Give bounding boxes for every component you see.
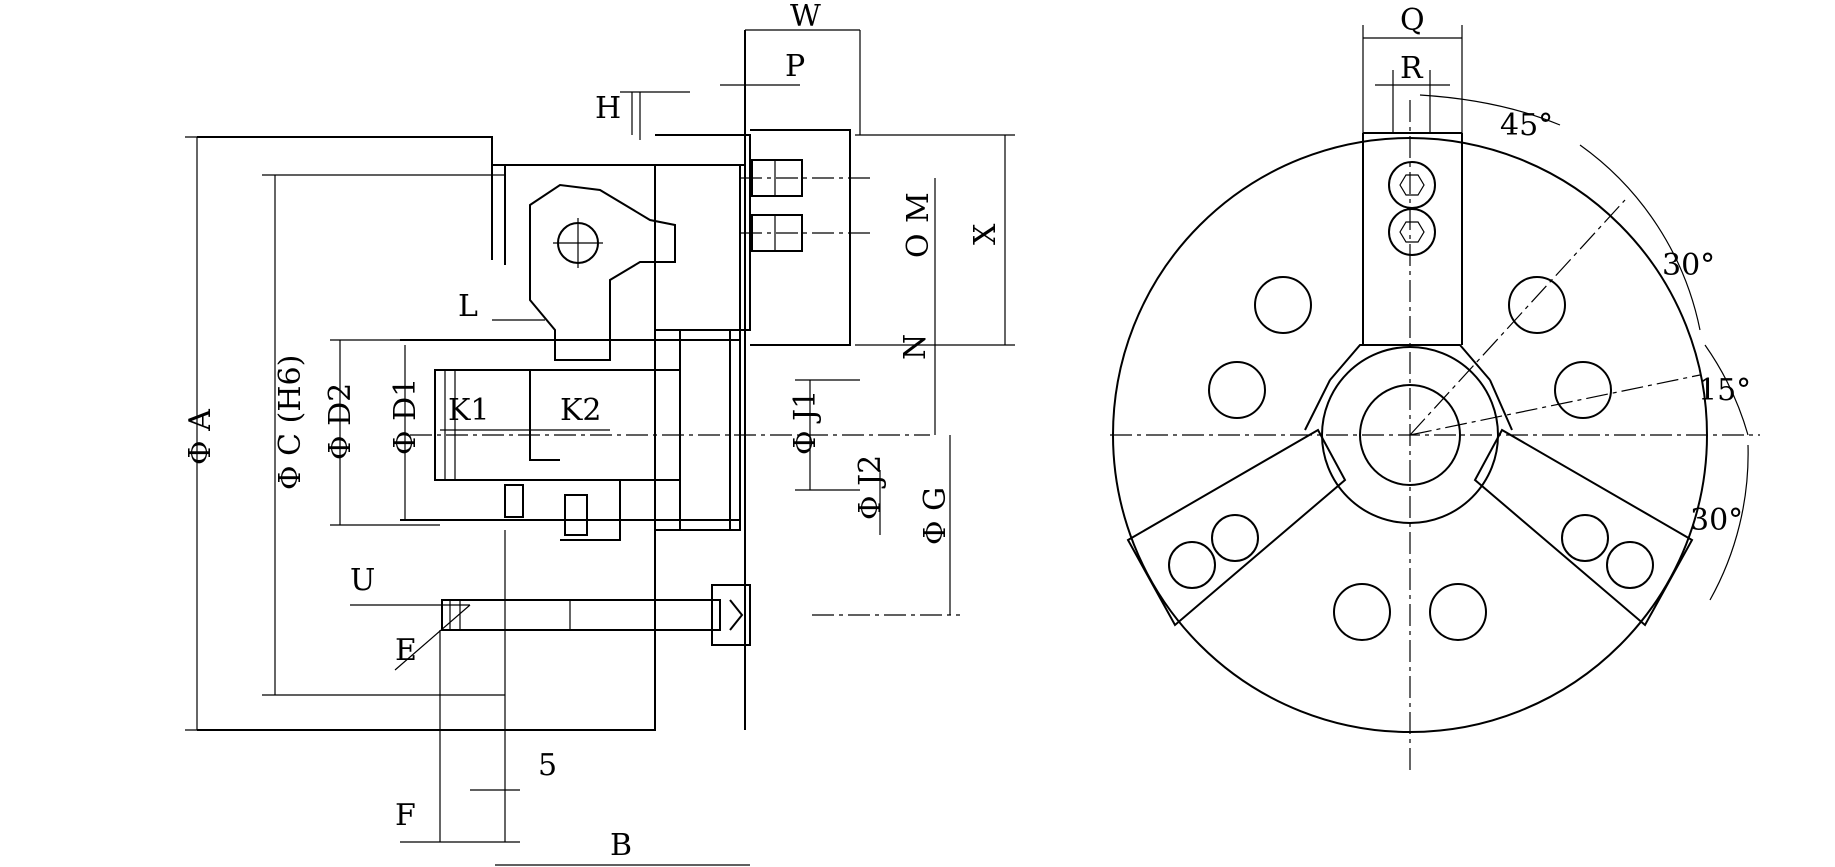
top-jaw — [1362, 132, 1463, 345]
label-45deg: 45° — [1500, 108, 1553, 143]
label-R: R — [1400, 51, 1424, 86]
label-K2: K2 — [560, 393, 602, 428]
label-E: E — [395, 633, 417, 668]
label-15deg: 15° — [1698, 373, 1751, 408]
label-L: L — [458, 289, 478, 324]
label-phiD2: Φ D2 — [323, 383, 358, 460]
jaw-body — [529, 183, 676, 361]
label-5: 5 — [538, 748, 557, 783]
label-P: P — [785, 49, 805, 84]
label-M: M — [901, 192, 936, 223]
label-N: N — [898, 334, 933, 360]
label-phiC: Φ C (H6) — [273, 355, 308, 490]
label-H: H — [595, 91, 621, 126]
label-F: F — [395, 798, 416, 833]
chuck-bore-circle — [1359, 384, 1461, 486]
label-O: O — [901, 233, 936, 258]
label-phiD1: Φ D1 — [388, 378, 423, 455]
front-view: Q R 45° 30° 15° 30° — [1110, 3, 1760, 770]
mounting-bolt — [441, 599, 721, 631]
bore-outline — [400, 339, 740, 521]
left-jaw — [1126, 428, 1347, 627]
label-B: B — [610, 828, 632, 863]
label-phiA: Φ A — [183, 409, 218, 465]
side-view: W P H M O X N L K1 K2 Φ A Φ C (H6) Φ D2 … — [183, 0, 1015, 866]
label-K1: K1 — [448, 393, 490, 428]
label-phiJ2: Φ J2 — [853, 455, 888, 520]
label-X: X — [968, 223, 1003, 245]
body-outline — [197, 136, 656, 731]
label-Q: Q — [1400, 3, 1425, 38]
label-W: W — [790, 0, 821, 34]
label-U: U — [350, 563, 375, 598]
label-phiG: Φ G — [918, 487, 953, 545]
label-30deg-top: 30° — [1662, 248, 1715, 283]
label-phiJ1: Φ J1 — [788, 390, 823, 455]
label-30deg-bottom: 30° — [1690, 503, 1743, 538]
right-jaw — [1473, 428, 1694, 627]
